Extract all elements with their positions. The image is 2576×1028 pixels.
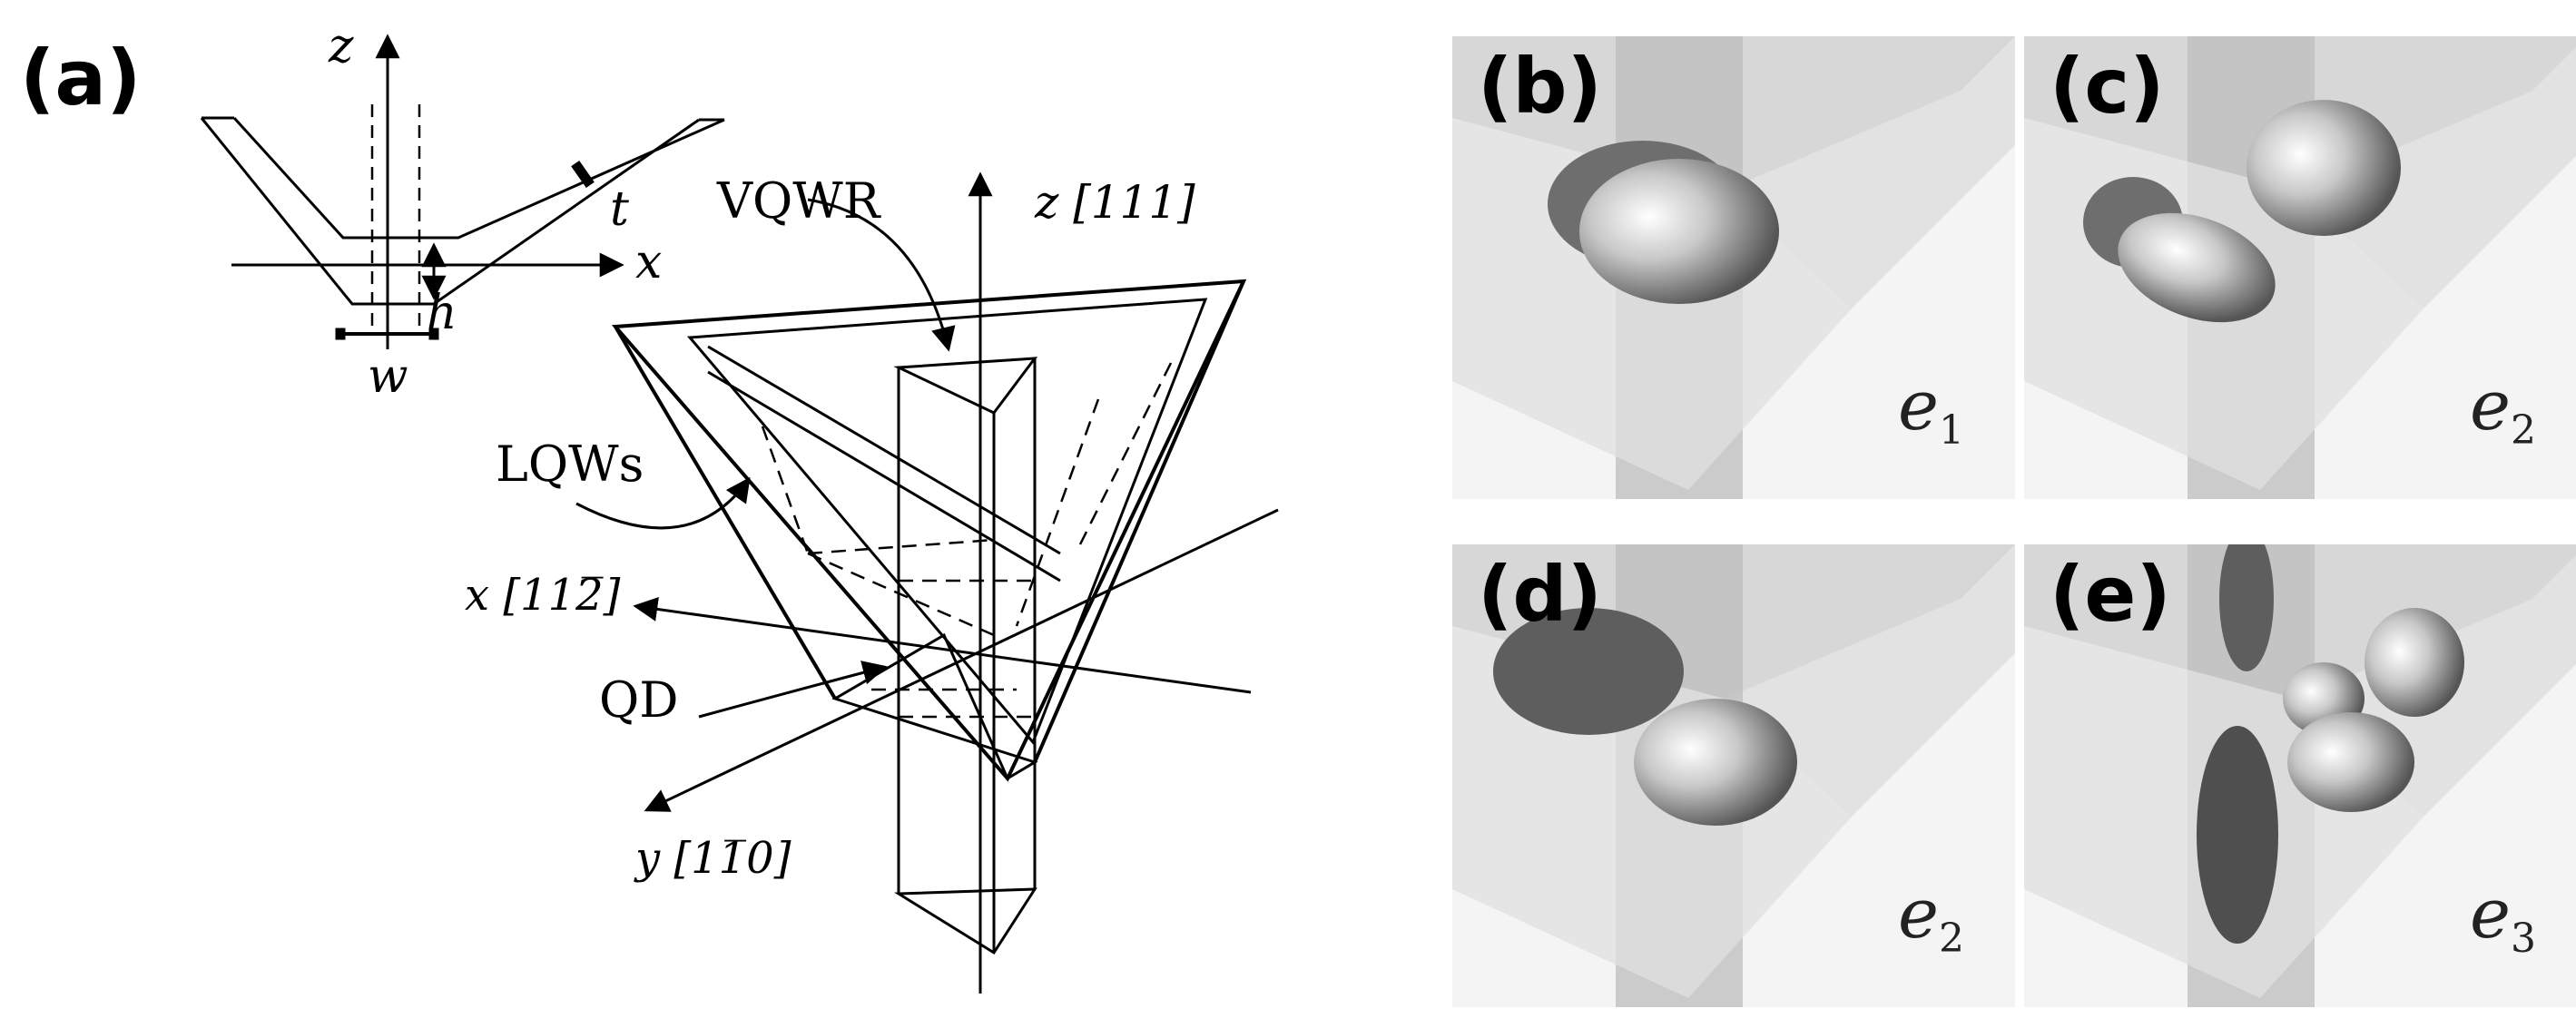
- wavefunction-blob: [1634, 699, 1797, 826]
- x112-label: x [112̅]: [465, 570, 621, 621]
- wavefunction-blob: [2219, 544, 2274, 671]
- inset-cross-section: [200, 34, 725, 349]
- pyramid-ridge-4: [707, 370, 1061, 583]
- groove-bottom: [831, 632, 1038, 781]
- vqwr-top: [893, 357, 1038, 415]
- x112-axis: [633, 597, 1252, 694]
- pyramid-inner-rim: [686, 298, 1208, 745]
- panel-d-rendering: (d) e2: [1452, 544, 2015, 1007]
- panel-d-label: (d): [1478, 550, 1602, 639]
- qd-pointer: [698, 661, 888, 719]
- panel-e-label: (e): [2050, 550, 2171, 639]
- lqw-hidden-lines: [761, 362, 1173, 719]
- panel-b-rendering: (b) e1: [1452, 36, 2015, 499]
- z111-label: z [111]: [1034, 176, 1195, 229]
- pyramid-ridge-1: [614, 325, 837, 700]
- vqwr-bottom: [893, 887, 1037, 955]
- panel-d-state: e2: [1898, 872, 1964, 962]
- main-schematic: [575, 171, 1279, 994]
- panel-b-state: e1: [1898, 364, 1964, 454]
- pyramid-ridge-3: [707, 345, 1061, 555]
- inset-x-label: x: [635, 235, 662, 289]
- pyramid-outer-rim: [611, 279, 1247, 782]
- lqws-pointer: [575, 476, 751, 530]
- panel-a-label: (a): [20, 34, 141, 122]
- inset-w-label: w: [368, 349, 408, 404]
- panel-c-label: (c): [2050, 42, 2165, 131]
- wavefunction-blob: [1493, 608, 1684, 735]
- panel-c-rendering: (c) e2: [2024, 36, 2576, 499]
- panel-a-schematic: (a) z x t h w: [20, 19, 1279, 994]
- panel-c-state: e2: [2470, 364, 2536, 454]
- inset-groove-inner: [232, 116, 725, 240]
- inset-t-marker: [571, 160, 595, 189]
- pyramid-ridge-2: [1033, 280, 1245, 763]
- y110-label: y [11̅0]: [634, 833, 791, 884]
- wavefunction-blob: [2118, 212, 2276, 323]
- inset-z-label: z: [328, 19, 354, 73]
- panel-b-label: (b): [1478, 42, 1602, 131]
- vqwr-label: VQWR: [716, 172, 881, 230]
- lqws-label: LQWs: [496, 436, 644, 493]
- inset-h-label: h: [427, 286, 457, 340]
- vqwr-pointer: [807, 198, 956, 352]
- wavefunction-blob: [1579, 159, 1779, 304]
- wavefunction-blob: [2365, 608, 2464, 717]
- inset-groove-outer: [200, 117, 700, 306]
- qd-label: QD: [599, 671, 679, 729]
- panel-e-rendering: (e) e3: [2024, 544, 2576, 1007]
- wavefunction-blob: [2197, 726, 2278, 944]
- wavefunction-blob: [2247, 100, 2401, 236]
- wavefunction-blob: [2287, 712, 2414, 812]
- panel-e-state: e3: [2470, 872, 2536, 962]
- inset-t-label: t: [610, 182, 629, 237]
